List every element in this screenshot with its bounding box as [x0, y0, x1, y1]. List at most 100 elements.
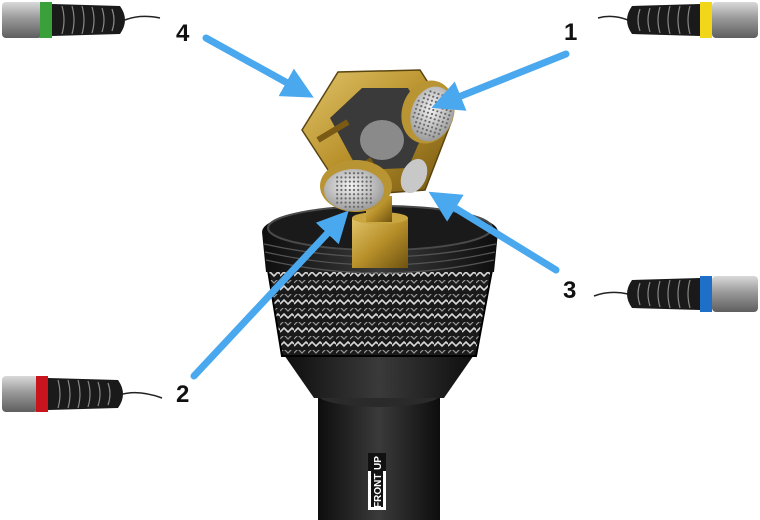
grille-hole	[441, 94, 444, 97]
grille-hole	[415, 121, 418, 124]
grille-hole	[344, 205, 347, 208]
grille-hole	[348, 201, 351, 204]
grille-hole	[429, 90, 432, 93]
grille-hole	[428, 94, 431, 97]
grille-hole	[439, 128, 442, 131]
grille-hole	[416, 130, 419, 133]
grille-hole	[361, 176, 364, 179]
connector-3-color-ring	[700, 276, 712, 312]
grille-hole	[352, 193, 356, 196]
grille-hole	[437, 119, 440, 122]
grille-hole	[336, 188, 339, 192]
grille-hole	[440, 124, 443, 127]
connector-1-color-ring	[700, 2, 712, 38]
grille-hole	[431, 126, 434, 129]
grille-hole	[425, 128, 428, 132]
grille-hole	[432, 95, 435, 98]
grille-hole	[352, 205, 356, 208]
grille-hole	[348, 205, 351, 208]
grille-hole	[357, 193, 360, 196]
grille-hole	[361, 184, 364, 187]
grille-hole	[440, 98, 443, 101]
grille-hole	[336, 180, 339, 183]
grille-hole	[357, 180, 360, 183]
grille-hole	[427, 124, 430, 128]
grille-hole	[441, 107, 444, 110]
capsule-number-3: 3	[563, 277, 576, 304]
grille-hole	[419, 122, 422, 125]
grille-hole	[414, 107, 418, 110]
capsule-number-4: 4	[176, 20, 190, 47]
up-label: UP	[373, 456, 384, 470]
capsule-number-2: 2	[176, 381, 189, 408]
connector-4	[2, 2, 161, 38]
grille-hole	[449, 110, 452, 113]
grille-hole	[417, 113, 420, 116]
grille-hole	[416, 117, 419, 120]
grille-hole	[340, 180, 343, 183]
grille-hole	[348, 197, 351, 200]
grille-hole	[336, 176, 339, 179]
grille-hole	[344, 180, 347, 183]
grille-hole	[421, 127, 424, 130]
grille-hole	[442, 116, 446, 119]
grille-hole	[369, 193, 372, 196]
grille-hole	[421, 114, 424, 117]
grille-hole	[426, 98, 429, 101]
grille-hole	[438, 115, 442, 118]
grille-hole	[336, 197, 339, 200]
connector-4-color-ring	[40, 2, 52, 38]
grille-hole	[429, 130, 432, 133]
grille-hole	[369, 201, 372, 204]
grille-hole	[365, 176, 368, 179]
grille-hole	[352, 201, 356, 204]
grille-hole	[433, 104, 436, 108]
grille-hole	[365, 201, 368, 204]
connector-2-color-ring	[36, 376, 48, 412]
grille-hole	[361, 193, 364, 196]
grille-hole	[424, 106, 427, 109]
grille-hole	[434, 114, 438, 117]
grille-hole	[444, 112, 447, 115]
grille-hole	[433, 118, 436, 121]
grille-hole	[433, 91, 436, 94]
arrow-capsule-3	[428, 191, 560, 274]
capsule-2-grille	[320, 160, 392, 212]
grille-hole	[428, 134, 431, 137]
grille-hole	[336, 201, 339, 204]
grille-hole	[344, 184, 347, 187]
grille-hole	[413, 125, 416, 128]
grille-hole	[429, 103, 432, 106]
grille-hole	[357, 205, 360, 208]
grille-hole	[424, 93, 427, 96]
connector-2	[2, 376, 163, 412]
grille-hole	[361, 172, 364, 175]
arrow-capsule-2	[190, 210, 349, 380]
grille-hole	[420, 131, 423, 134]
grille-hole	[340, 201, 343, 204]
grille-hole	[361, 201, 364, 204]
arrow-capsule-1	[431, 50, 570, 111]
grille-hole	[440, 111, 443, 114]
grille-hole	[416, 103, 419, 106]
grille-hole	[340, 176, 343, 179]
grille-hole	[348, 172, 351, 175]
connector-1	[597, 2, 758, 38]
grille-hole	[340, 197, 343, 200]
arrow-capsule-4	[202, 34, 314, 98]
grille-hole	[417, 99, 420, 102]
grille-hole	[365, 188, 368, 192]
grille-hole	[435, 127, 438, 130]
grille-hole	[412, 115, 415, 118]
grille-hole	[357, 188, 360, 192]
grille-hole	[348, 176, 351, 179]
grille-hole	[352, 188, 356, 192]
grille-hole	[348, 188, 351, 192]
grille-hole	[369, 188, 372, 192]
grille-hole	[448, 114, 451, 117]
grille-hole	[430, 112, 434, 116]
grille-hole	[357, 172, 360, 175]
capsule-3-grille	[400, 158, 428, 194]
grille-hole	[433, 131, 436, 134]
